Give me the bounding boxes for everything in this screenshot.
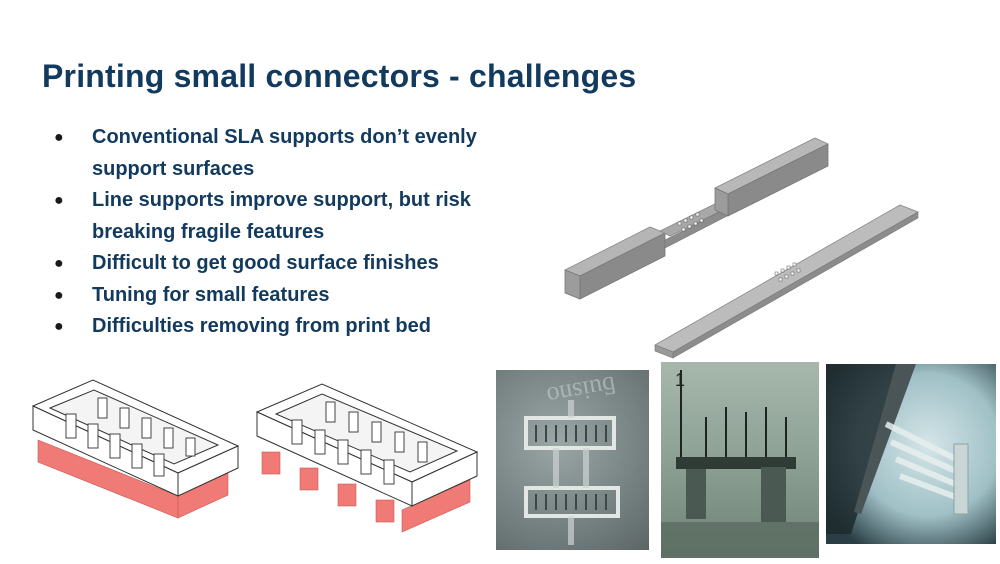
bullet-glyph: ●	[54, 255, 64, 272]
ruler-photo-detail: 1	[661, 370, 819, 558]
bullet-item: ● Line supports improve support, but risk…	[50, 185, 520, 248]
photo-connectors-on-coin: ƃuisno	[496, 370, 649, 550]
support-blocks	[261, 451, 471, 533]
bullet-text: Line supports improve support, but risk …	[92, 189, 471, 243]
bullet-text: Conventional SLA supports don’t evenly s…	[92, 126, 477, 180]
bullet-item: ● Difficult to get good surface finishes	[50, 248, 520, 280]
svg-text:ƃuisno: ƃuisno	[545, 370, 618, 411]
connector-bar-upper	[564, 137, 829, 300]
connector-models-image	[564, 137, 919, 359]
bullet-text: Difficulties removing from print bed	[92, 315, 431, 337]
bullet-glyph: ●	[54, 286, 64, 304]
connector-bar-lower	[654, 204, 919, 359]
svg-text:1: 1	[675, 370, 685, 390]
tweezers-photo-detail	[826, 364, 969, 534]
bullet-list: ● Conventional SLA supports don’t evenly …	[50, 122, 520, 343]
bullet-text: Tuning for small features	[92, 283, 330, 306]
bullet-item: ● Tuning for small features	[50, 280, 520, 312]
support-diagram-discrete	[255, 383, 479, 533]
support-blocks	[37, 439, 229, 519]
bullet-glyph: ●	[54, 192, 64, 209]
bullet-text: Difficult to get good surface finishes	[92, 252, 439, 274]
bullet-item: ● Conventional SLA supports don’t evenly …	[50, 122, 520, 185]
bullet-glyph: ●	[54, 318, 64, 335]
connector-housing	[255, 383, 479, 507]
photo-connector-with-ruler: 1	[661, 362, 819, 558]
bullet-item: ● Difficulties removing from print bed	[50, 311, 520, 343]
slide-title: Printing small connectors - challenges	[42, 58, 637, 94]
support-diagram-continuous	[31, 379, 240, 519]
bullet-glyph: ●	[54, 129, 64, 146]
coin-photo-detail: ƃuisno	[524, 370, 620, 545]
connector-housing	[31, 379, 240, 497]
photo-connector-with-tweezers	[826, 364, 996, 544]
